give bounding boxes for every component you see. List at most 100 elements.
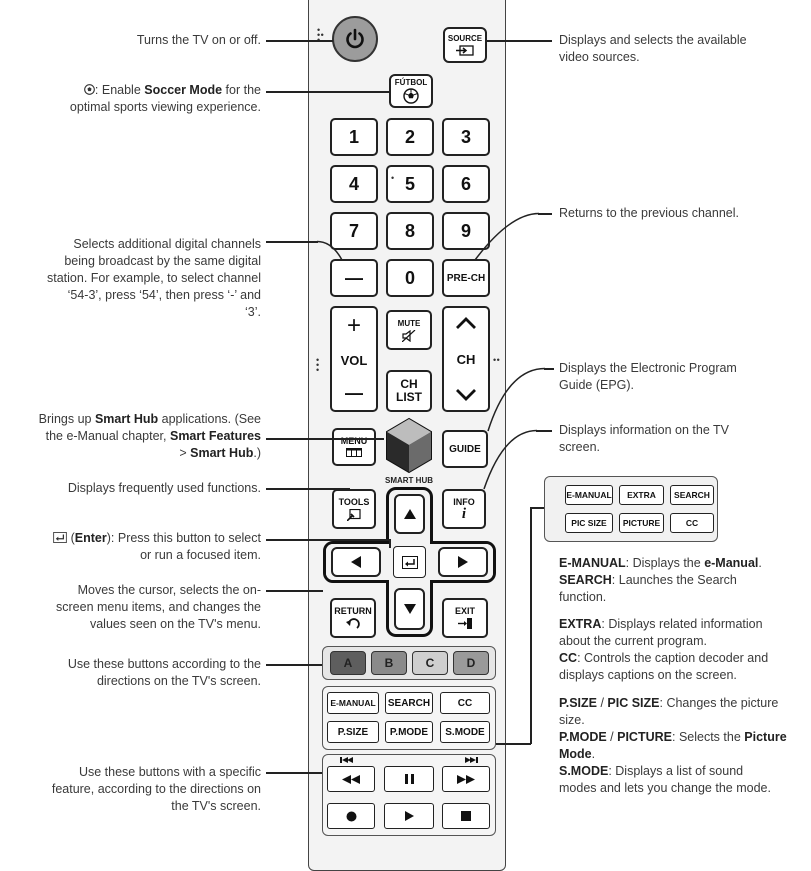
smart-hub-label: SMART HUB: [385, 476, 433, 485]
exit-door-icon: [458, 618, 472, 629]
smart-hub-cube-icon[interactable]: [384, 417, 434, 475]
dpad-right-button[interactable]: [438, 547, 488, 577]
smode-button[interactable]: S.MODE: [440, 721, 490, 743]
color-button-c[interactable]: C: [412, 651, 448, 675]
callout-digital-channels: Selects additional digital channels bein…: [0, 236, 261, 321]
leader-prech-curve: [474, 212, 540, 261]
tools-icon: [347, 508, 361, 521]
play-button[interactable]: [384, 803, 434, 829]
search-button[interactable]: SEARCH: [385, 692, 433, 714]
rewind-button[interactable]: [327, 766, 375, 792]
callout-smarthub-2b: Smart Features: [169, 429, 261, 443]
cc-button[interactable]: CC: [440, 692, 490, 714]
tools-label: TOOLS: [338, 496, 370, 507]
volume-up-button[interactable]: +: [346, 312, 361, 339]
digit-4-button[interactable]: 4: [330, 165, 378, 203]
alt-picture-button[interactable]: PICTURE: [619, 513, 664, 533]
tools-button[interactable]: TOOLS: [332, 489, 376, 529]
return-button[interactable]: RETURN: [330, 598, 376, 638]
futbol-button[interactable]: FÚTBOL: [389, 74, 433, 108]
dpad-up-button[interactable]: [394, 494, 425, 534]
color-button-b-label: B: [384, 656, 394, 670]
channel-down-icon[interactable]: [455, 388, 477, 402]
dpad-down-button[interactable]: [394, 588, 425, 630]
callout-cursor: Moves the cursor, selects the on- screen…: [1, 582, 261, 633]
callout-psize-sep: /: [596, 696, 608, 710]
pmode-button[interactable]: P.MODE: [385, 721, 433, 743]
record-button[interactable]: [327, 803, 375, 829]
color-button-d[interactable]: D: [453, 651, 489, 675]
ch-list-button[interactable]: CH LIST: [386, 370, 432, 412]
alt-search-button[interactable]: SEARCH: [670, 485, 714, 505]
callout-pmode-b: PICTURE: [617, 730, 672, 744]
digit-3-button[interactable]: 3: [442, 118, 490, 156]
dpad-left-button[interactable]: [331, 547, 381, 577]
pause-button[interactable]: [384, 766, 434, 792]
callout-digital-line5: ‘3’.: [245, 305, 261, 319]
leader-tools: [266, 488, 350, 490]
callout-soccer-line2: optimal sports viewing experience.: [69, 100, 261, 114]
dash-button[interactable]: —: [330, 259, 378, 297]
ch-list-label-line1: CH: [400, 377, 418, 391]
callout-guide-line2: Guide (EPG).: [559, 378, 635, 392]
digit-6-button[interactable]: 6: [442, 165, 490, 203]
digit-9-button[interactable]: 9: [442, 212, 490, 250]
callout-psize-a: P.SIZE: [559, 696, 597, 710]
fast-forward-button[interactable]: [442, 766, 490, 792]
leader-guide: [544, 368, 554, 370]
callout-digital-line1: Selects additional digital channels: [73, 237, 261, 251]
digit-8-button[interactable]: 8: [386, 212, 434, 250]
alt-picsize-button[interactable]: PIC SIZE: [565, 513, 613, 533]
alt-emanual-button[interactable]: E-MANUAL: [565, 485, 613, 505]
digit-0-button[interactable]: 0: [386, 259, 434, 297]
alt-cc-button[interactable]: CC: [670, 513, 714, 533]
callout-smarthub-3a: >: [179, 446, 191, 460]
leader-power: [266, 40, 333, 42]
guide-label: GUIDE: [449, 443, 481, 455]
source-button[interactable]: SOURCE: [443, 27, 487, 63]
callout-smode-c: modes and lets you change the mode.: [559, 781, 771, 795]
emanual-button[interactable]: E-MANUAL: [327, 692, 379, 714]
exit-button[interactable]: EXIT: [442, 598, 488, 638]
volume-rocker[interactable]: + VOL —: [330, 306, 378, 412]
dpad-enter-button[interactable]: [393, 546, 426, 578]
digit-7-button[interactable]: 7: [330, 212, 378, 250]
stop-button[interactable]: [442, 803, 490, 829]
color-button-a[interactable]: A: [330, 651, 366, 675]
digit-2-button[interactable]: 2: [386, 118, 434, 156]
digit-6-label: 6: [460, 173, 471, 194]
mute-icon: [402, 329, 416, 342]
mute-button[interactable]: MUTE: [386, 310, 432, 350]
guide-button[interactable]: GUIDE: [442, 430, 488, 468]
leader-cursor: [266, 590, 323, 592]
callout-emanual-b: : Displays the: [625, 556, 705, 570]
channel-rocker[interactable]: CH: [442, 306, 490, 412]
channel-up-icon[interactable]: [455, 316, 477, 330]
volume-down-button[interactable]: —: [345, 383, 363, 403]
prech-button[interactable]: PRE-CH: [442, 259, 490, 297]
info-button[interactable]: INFO i: [442, 489, 486, 529]
color-button-b[interactable]: B: [371, 651, 407, 675]
leader-guide-curve: [487, 367, 546, 432]
callout-smode-b: : Displays a list of sound: [608, 764, 744, 778]
digit-5-button[interactable]: 5: [386, 165, 434, 203]
digit-1-button[interactable]: 1: [330, 118, 378, 156]
psize-button[interactable]: P.SIZE: [327, 721, 379, 743]
color-button-c-label: C: [425, 656, 435, 670]
digit-4-label: 4: [348, 173, 359, 194]
leader-playback: [266, 772, 322, 774]
futbol-label: FÚTBOL: [394, 78, 428, 87]
callout-tools: Displays frequently used functions.: [68, 480, 261, 497]
digit-0-label: 0: [404, 267, 415, 288]
callout-enter: (Enter): Press this button to select or …: [1, 530, 261, 564]
alt-extra-button[interactable]: EXTRA: [619, 485, 664, 505]
callout-cursor-line1: Moves the cursor, selects the on-: [77, 583, 261, 597]
channel-label: CH: [456, 351, 476, 367]
menu-button[interactable]: MENU: [332, 428, 376, 466]
dash-label: —: [345, 267, 363, 288]
return-arrow-icon: [346, 617, 360, 629]
pause-icon: [404, 774, 414, 784]
digit-9-label: 9: [460, 220, 471, 241]
power-button[interactable]: [332, 16, 378, 62]
emanual-button-label: E-MANUAL: [330, 698, 376, 708]
